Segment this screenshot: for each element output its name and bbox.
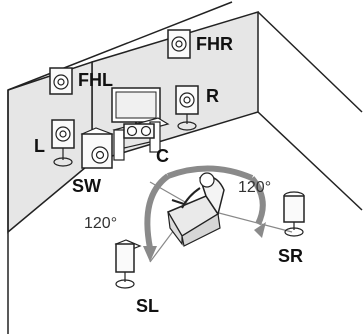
speaker-sl: [114, 239, 142, 289]
speaker-c: [123, 123, 155, 139]
angle-arcs: [143, 165, 266, 262]
speaker-sw: [80, 127, 114, 169]
label-l: L: [34, 136, 45, 156]
angle-label-right: 120°: [238, 179, 271, 196]
label-sl: SL: [136, 296, 159, 316]
right-edge: [257, 11, 363, 113]
speaker-r: [175, 85, 199, 131]
label-fhr: FHR: [196, 34, 233, 54]
angle-label-left: 120°: [84, 215, 117, 232]
speaker-l: [51, 119, 75, 167]
label-fhl: FHL: [78, 70, 113, 90]
tv-set: [111, 87, 161, 130]
label-sw: SW: [72, 176, 101, 196]
speaker-fhr: [167, 29, 191, 59]
listener-chair: [166, 175, 225, 247]
label-c: C: [156, 146, 169, 166]
label-r: R: [206, 86, 219, 106]
label-sr: SR: [278, 246, 303, 266]
ceiling-left-edge: [7, 1, 233, 91]
floor-right-edge: [257, 111, 363, 211]
listener-person: [171, 172, 215, 209]
speaker-sr: [283, 191, 305, 237]
speaker-fhl: [49, 67, 73, 95]
